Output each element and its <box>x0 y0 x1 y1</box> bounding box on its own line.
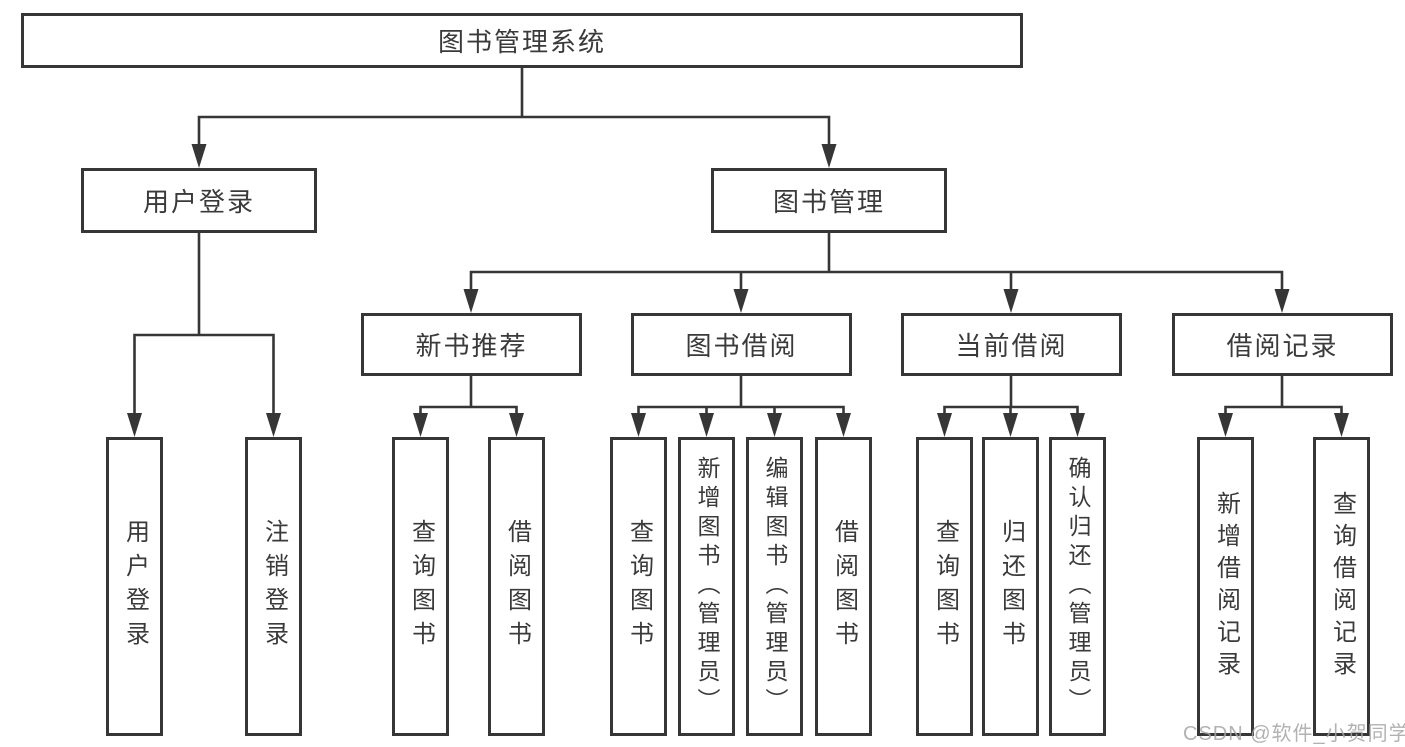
leaf-user-login: 用户登录 <box>106 437 163 736</box>
leaf-edit-book-admin: 编辑图书（管理员） <box>746 437 803 736</box>
leaf-query-books-current-label: 查询图书 <box>931 518 959 655</box>
leaf-confirm-return-admin-label: 确认归还（管理员） <box>1065 456 1091 717</box>
node-user-login: 用户登录 <box>81 168 317 233</box>
leaf-query-borrow-record-label: 查询借阅记录 <box>1328 490 1356 683</box>
leaf-query-borrow-record: 查询借阅记录 <box>1313 437 1370 736</box>
node-book-management: 图书管理 <box>711 168 947 233</box>
leaf-query-books-recommend: 查询图书 <box>392 437 449 736</box>
leaf-edit-book-admin-label: 编辑图书（管理员） <box>762 456 788 717</box>
leaf-user-login-label: 用户登录 <box>121 518 149 655</box>
node-borrowing-records: 借阅记录 <box>1172 313 1393 376</box>
leaf-borrow-books-borrowing-label: 借阅图书 <box>830 518 858 655</box>
leaf-add-borrow-record: 新增借阅记录 <box>1197 437 1254 736</box>
leaf-borrow-books-borrowing: 借阅图书 <box>815 437 872 736</box>
node-book-borrowing: 图书借阅 <box>631 313 852 376</box>
leaf-query-books-recommend-label: 查询图书 <box>407 518 435 655</box>
node-library-management-system: 图书管理系统 <box>21 13 1023 68</box>
leaf-confirm-return-admin: 确认归还（管理员） <box>1049 437 1106 736</box>
csdn-watermark: CSDN @软件_小贺同学 <box>1183 723 1405 745</box>
leaf-query-books-current: 查询图书 <box>916 437 973 736</box>
node-current-borrowing: 当前借阅 <box>901 313 1122 376</box>
leaf-query-books-borrowing-label: 查询图书 <box>625 518 653 655</box>
leaf-return-book: 归还图书 <box>982 437 1039 736</box>
leaf-borrow-books-recommend-label: 借阅图书 <box>503 518 531 655</box>
leaf-logout: 注销登录 <box>245 437 302 736</box>
node-new-book-recommend: 新书推荐 <box>361 313 582 376</box>
leaf-add-book-admin-label: 新增图书（管理员） <box>694 456 720 717</box>
leaf-borrow-books-recommend: 借阅图书 <box>488 437 545 736</box>
leaf-logout-label: 注销登录 <box>260 518 288 655</box>
leaf-add-book-admin: 新增图书（管理员） <box>678 437 735 736</box>
leaf-return-book-label: 归还图书 <box>997 518 1025 655</box>
leaf-query-books-borrowing: 查询图书 <box>610 437 667 736</box>
connector-paths <box>133 65 1343 417</box>
leaf-add-borrow-record-label: 新增借阅记录 <box>1212 490 1240 683</box>
